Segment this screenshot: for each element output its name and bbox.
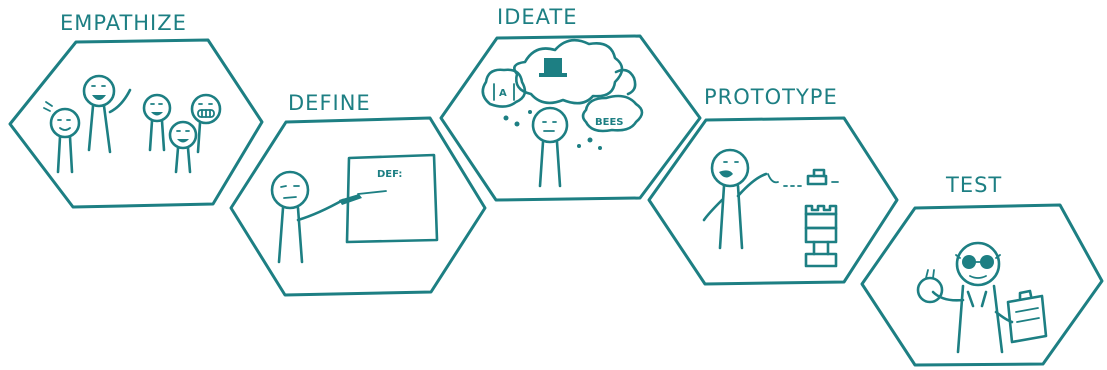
stage-title-empathize: EMPATHIZE (60, 11, 187, 35)
hexagon-test (860, 203, 1104, 367)
tester-person-icon (916, 241, 1004, 354)
stage-title-prototype: PROTOTYPE (704, 85, 838, 109)
person-building-icon (702, 148, 839, 250)
thought-cloud-icon: A BEES (481, 38, 644, 150)
stage-title-test: TEST (945, 173, 1002, 197)
block-tower-icon (804, 204, 838, 268)
stage-empathize: EMPATHIZE (8, 11, 264, 209)
stage-define: DEFINE DEF: (229, 91, 487, 297)
stage-ideate: IDEATE A BEES (439, 5, 702, 202)
hexagon-prototype (647, 116, 899, 286)
whiteboard-icon: DEF: (345, 153, 439, 244)
thought-word: BEES (595, 117, 624, 128)
thinking-person-icon (531, 106, 569, 188)
clipboard-icon (994, 289, 1048, 344)
people-group-icon (43, 74, 222, 174)
hexagon-ideate (439, 34, 702, 202)
stage-test: TEST (860, 173, 1104, 367)
stage-prototype: PROTOTYPE (647, 85, 899, 286)
hexagon-define (229, 116, 487, 297)
stage-title-define: DEFINE (288, 91, 371, 115)
stage-title-ideate: IDEATE (497, 5, 577, 29)
thought-letter: A (499, 88, 507, 99)
person-writing-icon (270, 170, 362, 264)
board-text: DEF: (377, 169, 402, 180)
hexagon-empathize (8, 38, 264, 209)
